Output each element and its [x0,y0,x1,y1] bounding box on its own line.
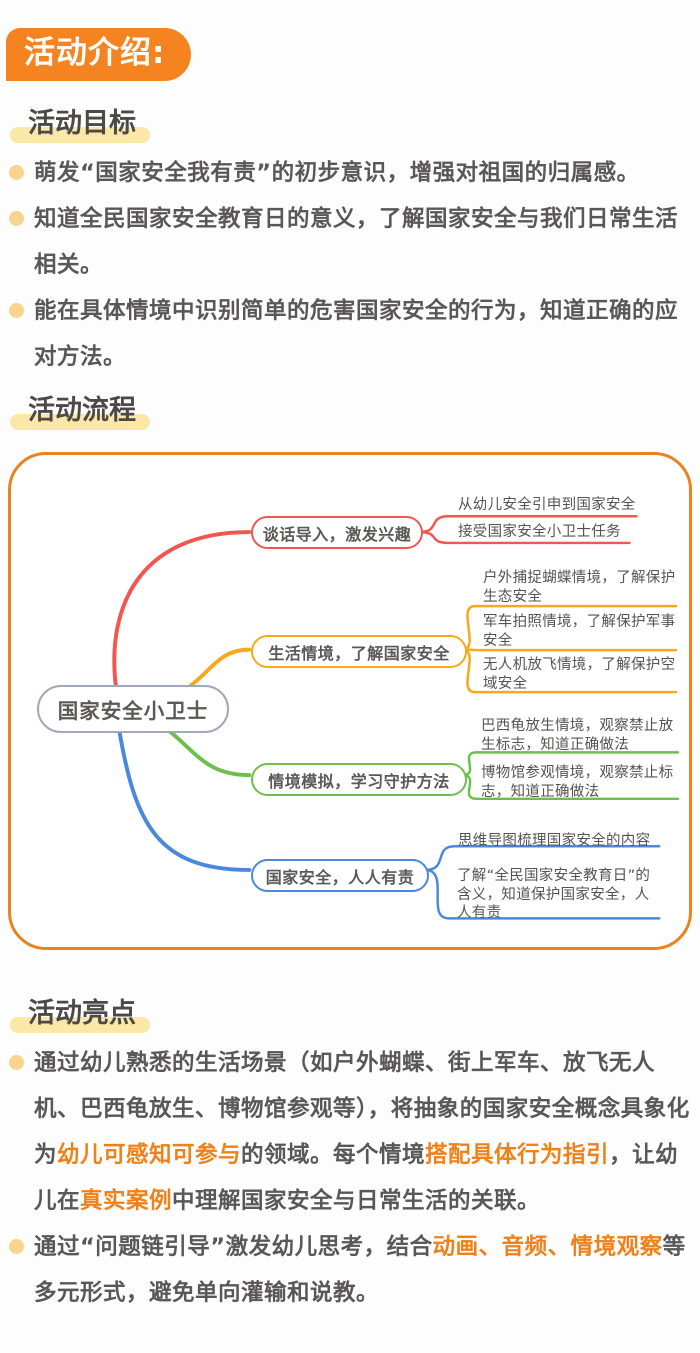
section-heading-flow: 活动流程 [10,395,150,431]
highlights-list: 通过幼儿熟悉的生活场景（如户外蝴蝶、街上军车、放飞无人机、巴西龟放生、博物馆参观… [8,1040,696,1316]
goal-item: 能在具体情境中识别简单的危害国家安全的行为，知道正确的应对方法。 [8,288,696,380]
highlight-text-segment: ，让幼儿在 [34,1142,679,1214]
mindmap-leaf: 军车拍照情境，了解保护军事安全 [483,614,676,649]
mindmap-leaf: 了解“全民国家安全教育日”的含义，知道保护国家安全，人人有责 [457,868,651,921]
mindmap-leaf: 从幼儿安全引申到国家安全 [458,497,636,513]
highlight-text-segment-accent: 动画、音频、情境观察 [432,1234,663,1260]
leaf-line-yellow-2 [461,648,678,694]
leaf-line-blue-0 [423,844,661,872]
leaf-line-green-1 [461,773,680,801]
leaf-line-blue-1 [423,868,661,920]
highlight-text-segment: 等多元形式，避免单向灌输和说教。 [34,1234,686,1306]
branch-line-red [112,530,252,689]
highlight-text-segment-accent: 真实案例 [80,1188,173,1214]
leaf-line-yellow-0 [461,604,678,651]
goal-item: 萌发“国家安全我有责”的初步意识，增强对祖国的归属感。 [8,150,696,196]
mindmap-connectors [112,515,680,920]
section-heading-highlights: 活动亮点 [10,998,150,1034]
section-heading-goals-text: 活动目标 [28,108,136,139]
mindmap-leaf: 无人机放飞情境，了解保护空域安全 [483,657,676,692]
section-heading-flow-text: 活动流程 [28,395,136,426]
mindmap-branch-node-3: 情境模拟，学习守护方法 [251,763,467,796]
mindmap-leaf: 思维导图梳理国家安全的内容 [458,833,651,849]
goals-list: 萌发“国家安全我有责”的初步意识，增强对祖国的归属感。 知道全民国家安全教育日的… [8,150,696,380]
mindmap-leaf: 巴西龟放生情境，观察禁止放生标志，知道正确做法 [481,718,674,753]
mindmap-leaf: 博物馆参观情境，观察禁止标志，知道正确做法 [481,765,674,800]
mindmap-leaf: 接受国家安全小卫士任务 [458,524,621,540]
mindmap-root-node: 国家安全小卫士 [37,685,229,733]
mindmap-branch-node-2: 生活情境，了解国家安全 [251,635,467,668]
leaf-line-red-1 [417,530,631,545]
mindmap: 国家安全小卫士 谈话导入，激发兴趣 生活情境，了解国家安全 情境模拟，学习守护方… [8,452,692,950]
goal-item: 知道全民国家安全教育日的意义，了解国家安全与我们日常生活相关。 [8,196,696,288]
leaf-line-green-0 [461,751,680,777]
branch-line-yellow [187,647,252,689]
highlight-text-segment: 通过“问题链引导”激发幼儿思考，结合 [34,1234,433,1260]
section-heading-goals: 活动目标 [10,108,150,144]
section-heading-highlights-text: 活动亮点 [28,998,136,1029]
highlight-text-segment-accent: 搭配具体行为指引 [425,1142,610,1168]
highlight-text-segment: 通过幼儿熟悉的生活场景（如户外蝴蝶、街上军车、放飞无人机、巴西龟放生、博物馆参观… [34,1050,690,1168]
highlight-item: 通过幼儿熟悉的生活场景（如户外蝴蝶、街上军车、放飞无人机、巴西龟放生、博物馆参观… [8,1040,696,1224]
branch-line-green [163,725,252,778]
mindmap-leaf: 户外捕捉蝴蝶情境，了解保护生态安全 [483,570,676,605]
mindmap-branch-node-1: 谈话导入，激发兴趣 [251,516,423,549]
mindmap-branch-node-4: 国家安全，人人有责 [251,859,429,892]
highlight-item: 通过“问题链引导”激发幼儿思考，结合动画、音频、情境观察等多元形式，避免单向灌输… [8,1224,696,1316]
branch-line-blue [116,725,252,872]
highlight-text-segment-accent: 幼儿可感知可参与 [57,1142,242,1168]
highlight-text-segment: 中理解国家安全与日常生活的关联。 [172,1188,541,1214]
highlight-text-segment: 的领域。每个情境 [241,1142,426,1168]
page-title-badge: 活动介绍: [6,28,192,81]
